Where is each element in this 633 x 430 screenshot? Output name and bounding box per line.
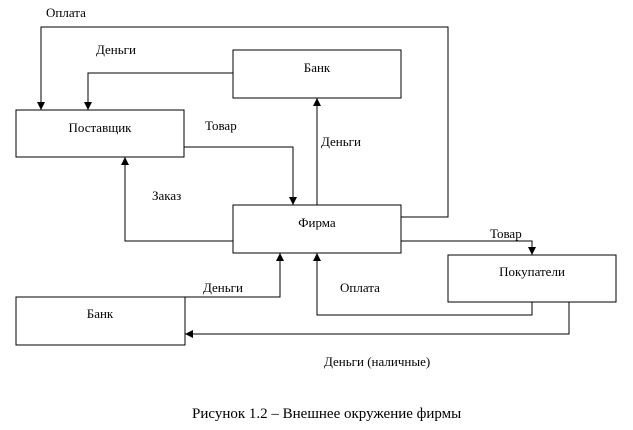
- bank-top-label: Банк: [304, 60, 331, 75]
- order-arrow: [121, 157, 233, 242]
- goods-firm-buyers-label: Товар: [490, 226, 522, 241]
- payment-top-label: Оплата: [46, 5, 86, 20]
- supplier-label: Поставщик: [68, 120, 132, 135]
- money-bank-supplier-arrow: [84, 72, 233, 110]
- figure-caption: Рисунок 1.2 – Внешнее окружение фирмы: [192, 406, 461, 422]
- goods-firm-buyers-arrow: [401, 240, 536, 255]
- payment-buyers-firm-arrow: [313, 253, 533, 316]
- cash-money-label: Деньги (наличные): [324, 354, 430, 369]
- firm-label: Фирма: [298, 215, 336, 230]
- money-bank-firm-label: Деньги: [203, 280, 243, 295]
- order-label: Заказ: [152, 188, 181, 203]
- money-bank-supplier-label: Деньги: [96, 42, 136, 57]
- supplier-box: [15, 109, 185, 158]
- buyers-label: Покупатели: [499, 264, 565, 279]
- cash-money-arrow: [185, 302, 570, 338]
- payment-buyers-firm-label: Оплата: [340, 280, 380, 295]
- goods-supplier-firm-arrow: [184, 146, 297, 205]
- bank-bottom-box: [15, 296, 186, 346]
- payment-top-arrow: [37, 26, 449, 218]
- money-bank-firm-arrow: [185, 253, 284, 298]
- bank-top-box: [232, 49, 402, 99]
- money-firm-bank-label: Деньги: [321, 134, 361, 149]
- goods-supplier-firm-label: Товар: [205, 118, 237, 133]
- bank-bottom-label: Банк: [87, 306, 114, 321]
- buyers-box: [447, 254, 617, 303]
